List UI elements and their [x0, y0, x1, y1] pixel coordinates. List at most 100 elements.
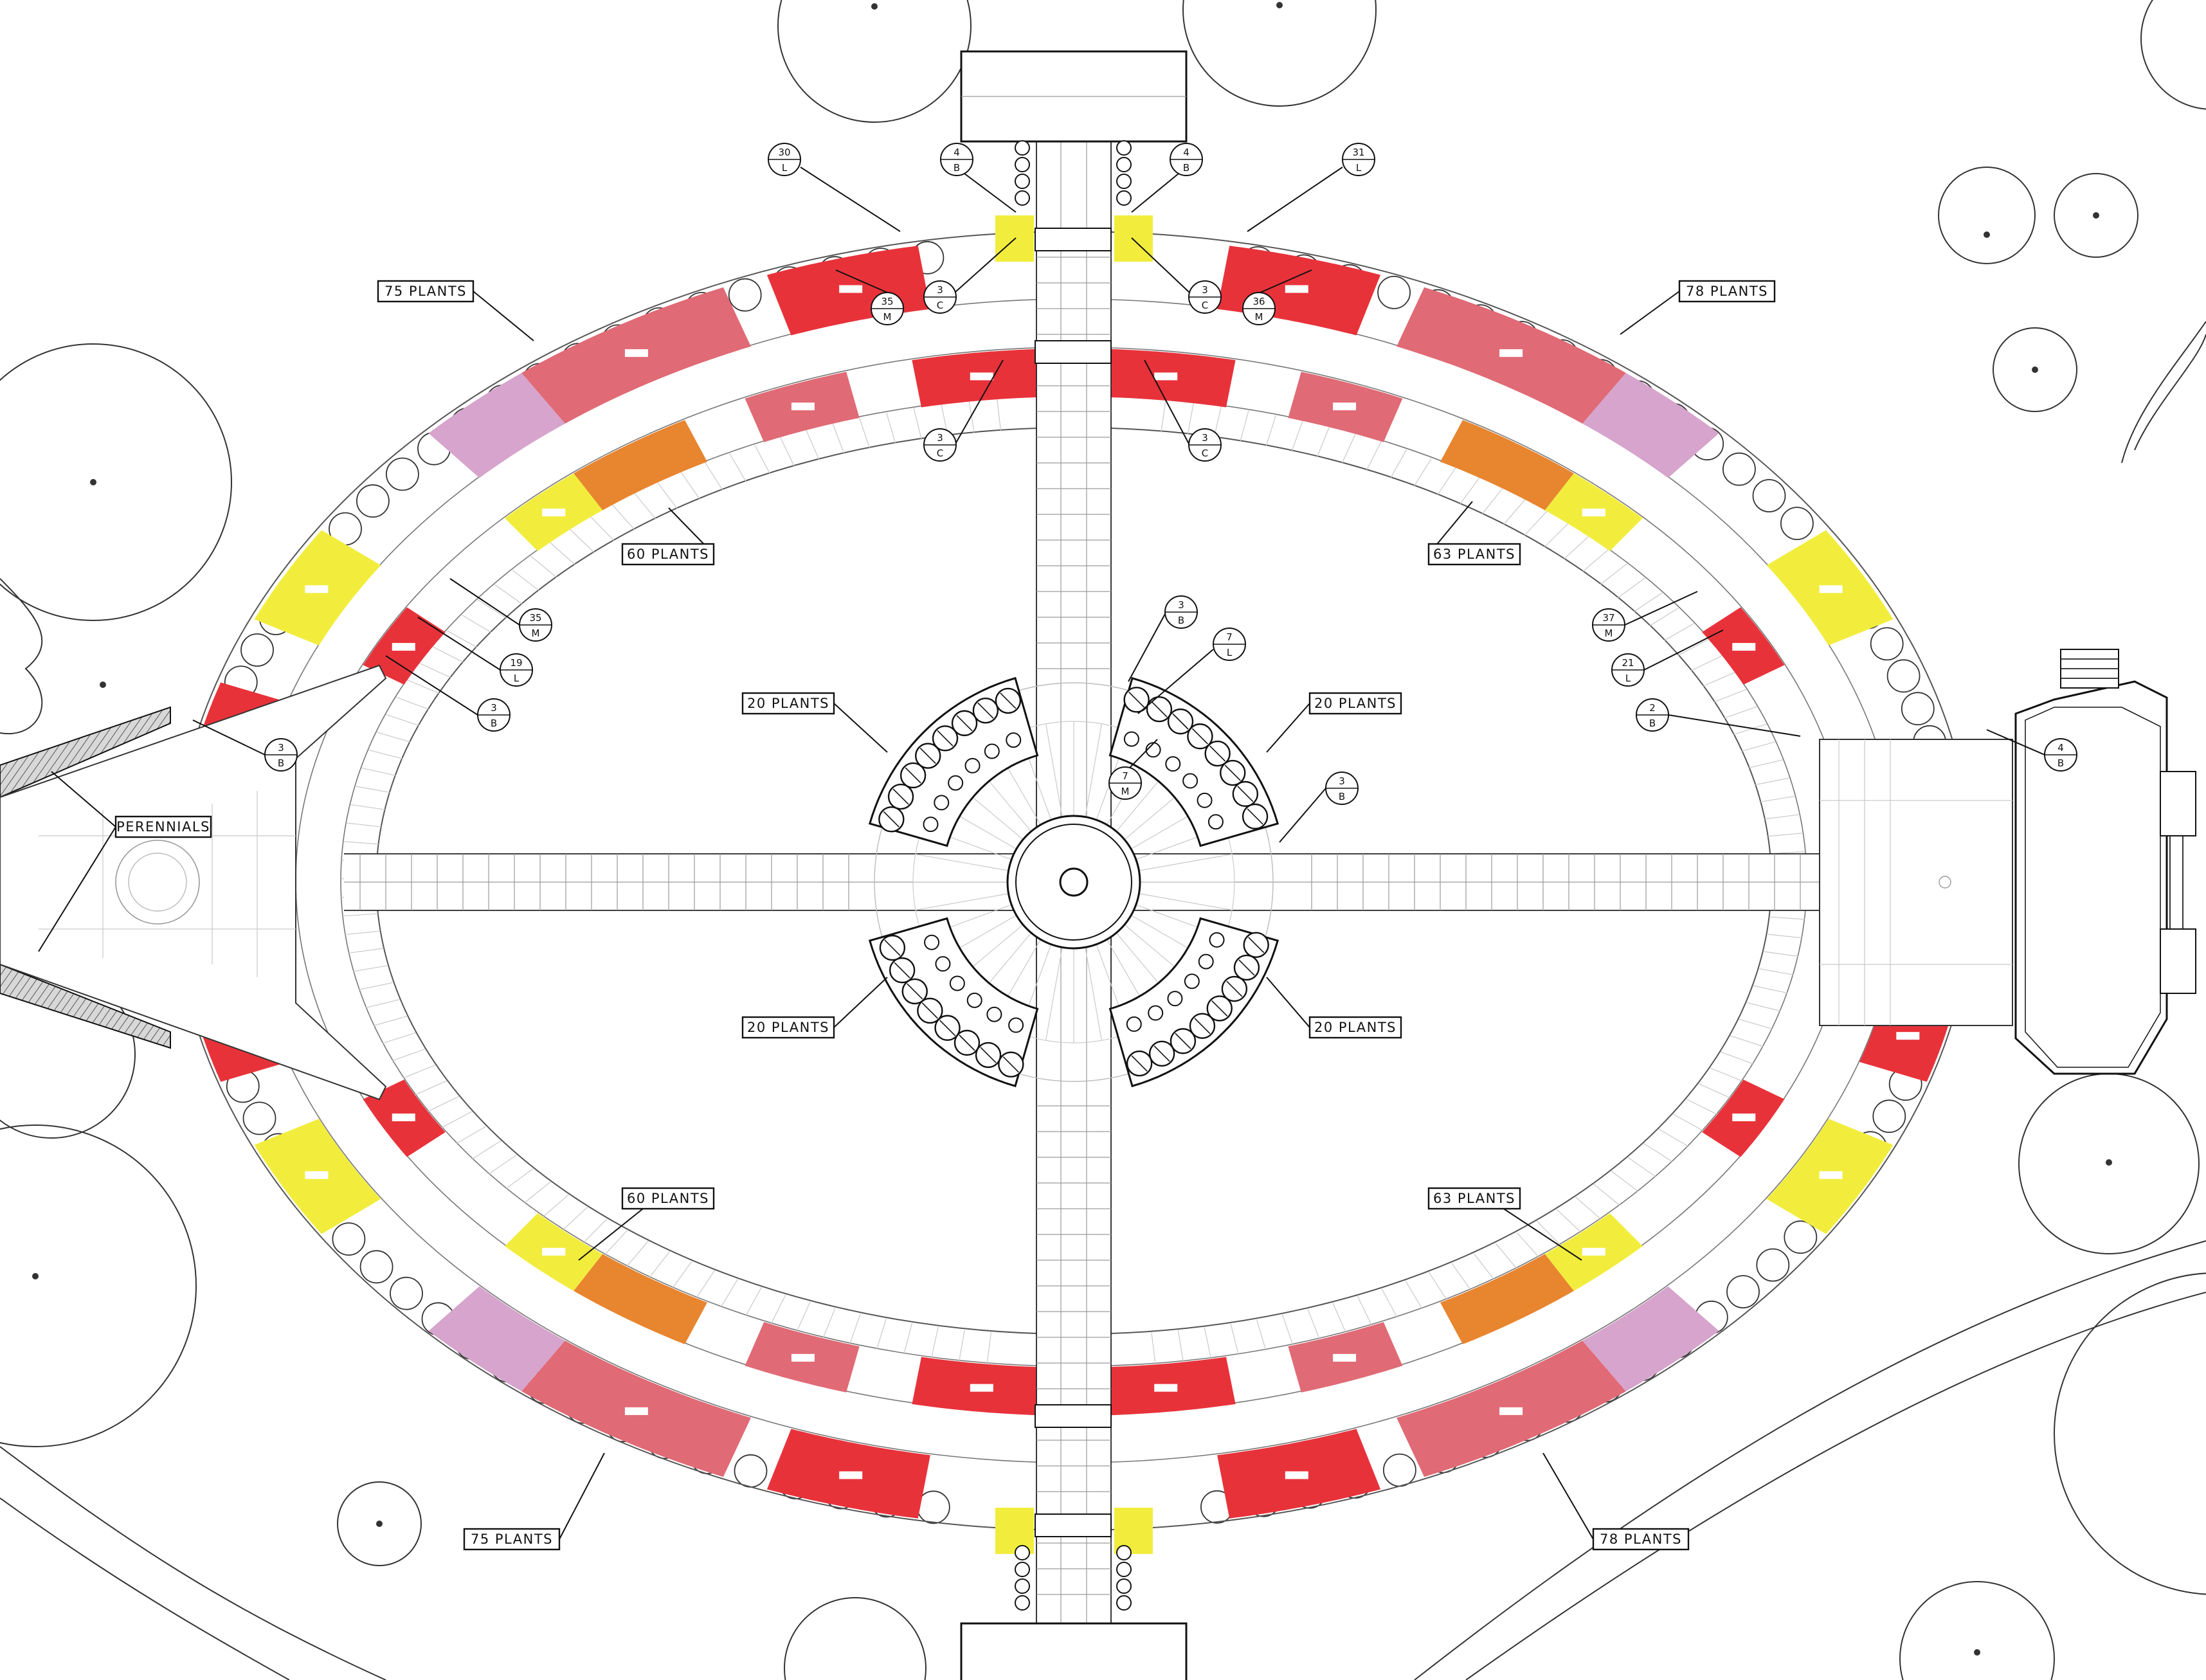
leader-line [559, 1452, 605, 1540]
paving-joint [1473, 1253, 1495, 1280]
paving-joint [456, 1126, 487, 1144]
svg-text:60 PLANTS: 60 PLANTS [627, 546, 709, 562]
hedge-shrub [1784, 1220, 1818, 1254]
tree-canopy [0, 343, 232, 621]
svg-text:M: M [1121, 786, 1130, 797]
bed-marker [1154, 1384, 1178, 1392]
tag-t10: 3C [1188, 428, 1222, 462]
paving-joint [1405, 1280, 1423, 1310]
leader-line [1144, 359, 1190, 446]
paving-joint [1593, 1184, 1621, 1206]
perennial [949, 975, 965, 991]
gate-shrub [1116, 1578, 1132, 1594]
gate-bed-yellow [1114, 215, 1153, 262]
shrub-mark [959, 1034, 975, 1051]
bed-orange [574, 420, 707, 510]
paving-joint [350, 804, 386, 810]
bed-marker [305, 1171, 329, 1179]
callout-f: 20 PLANTS [1308, 692, 1402, 715]
svg-text:B: B [1339, 791, 1345, 802]
paving-joint [1436, 467, 1456, 496]
bed-marker [542, 509, 566, 517]
bed-marker [839, 285, 863, 293]
svg-text:37: 37 [1602, 612, 1614, 624]
svg-text:M: M [532, 628, 540, 639]
paving-joint [1281, 1314, 1294, 1346]
paving-joint [345, 930, 381, 935]
tag-t13: 3B [477, 698, 511, 732]
paving-joint [1769, 916, 1805, 920]
gate-shrub [1015, 157, 1030, 172]
tree-canopy [1993, 327, 2077, 412]
paving-joint [1481, 488, 1503, 515]
paving-joint [1658, 1128, 1689, 1147]
perennial [924, 934, 940, 950]
paving-joint [1563, 536, 1589, 560]
paving-joint [1755, 777, 1790, 786]
paving-joint [997, 399, 1002, 431]
paving-joint [428, 1096, 460, 1112]
bed-lavender [1582, 1286, 1719, 1391]
leader-line [1668, 714, 1801, 737]
paving-joint [1758, 968, 1794, 975]
leader-line [964, 173, 1017, 213]
shrub-mark [894, 962, 910, 979]
svg-text:20 PLANTS: 20 PLANTS [1314, 1020, 1397, 1035]
perennial [1182, 773, 1198, 789]
paving-joint [780, 437, 795, 467]
paving-joint [657, 482, 678, 510]
gate-bed-yellow [995, 1508, 1034, 1554]
paving-joint [365, 998, 401, 1008]
paving-joint [634, 493, 656, 519]
paving-joint [1307, 1308, 1320, 1340]
leader-line [1986, 729, 2045, 755]
paving-joint [1575, 1197, 1602, 1220]
hedge-shrub [1872, 1099, 1906, 1134]
shrub-mark [939, 1020, 956, 1036]
paving-joint [1690, 655, 1722, 671]
gate-shrub [1116, 190, 1132, 206]
svg-text:78 PLANTS: 78 PLANTS [1686, 284, 1768, 299]
paving-joint [1746, 1002, 1781, 1012]
svg-text:7: 7 [1226, 631, 1233, 643]
svg-text:3: 3 [937, 284, 943, 296]
paving-joint [1366, 441, 1382, 471]
shrub-mark [1237, 786, 1254, 802]
bed-marker [1819, 585, 1843, 593]
plaza-joint [1139, 853, 1233, 871]
svg-text:7: 7 [1122, 770, 1128, 782]
perennial [1123, 731, 1139, 747]
quarter-beds [868, 676, 1279, 1088]
tag-t17: 7M [1108, 766, 1142, 800]
leader-line [473, 291, 534, 341]
paving-joint [415, 1080, 448, 1096]
svg-text:M: M [1605, 628, 1613, 639]
fountain-jet [1059, 867, 1089, 897]
paving-joint [359, 982, 394, 990]
svg-text:21: 21 [1622, 657, 1634, 669]
paving-joint [806, 429, 820, 460]
svg-text:PERENNIALS: PERENNIALS [116, 819, 210, 835]
paving-joint [1633, 592, 1663, 613]
flower-beds [193, 246, 1967, 1519]
leader-line [38, 826, 116, 952]
gate-shrub [1015, 1595, 1030, 1611]
bed-marker [1896, 1032, 1920, 1040]
svg-text:4: 4 [954, 147, 960, 158]
paving-joint [1741, 741, 1776, 752]
bed-lavender [428, 373, 565, 478]
paving-joint [343, 841, 379, 845]
shrub-mark [977, 702, 994, 719]
plaza-joint [915, 853, 1009, 871]
tag-t20: 21L [1611, 653, 1645, 687]
leader-line [1247, 167, 1343, 232]
paving-joint [626, 1241, 649, 1267]
paving-joint [1240, 410, 1249, 442]
svg-text:20 PLANTS: 20 PLANTS [747, 1020, 829, 1035]
paving-joint [849, 1314, 861, 1345]
perennial [935, 956, 951, 972]
leader-line [1131, 237, 1190, 293]
paving-joint [1332, 1303, 1346, 1333]
svg-text:4: 4 [1183, 147, 1189, 158]
